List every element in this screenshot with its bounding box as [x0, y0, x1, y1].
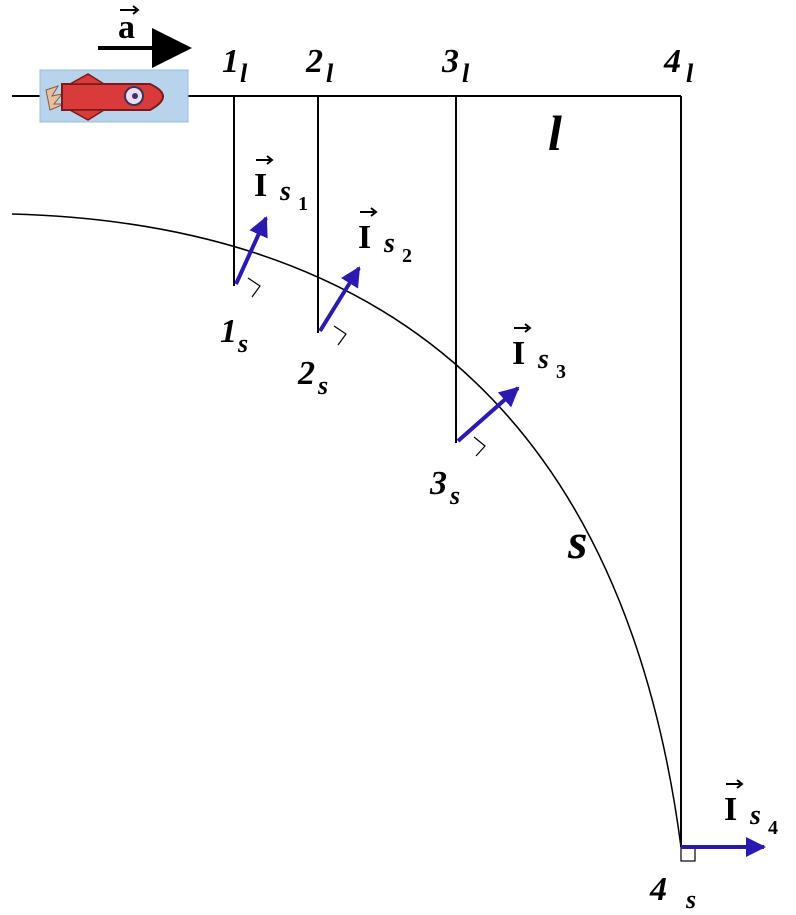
- vector-label-4: I s 4: [724, 779, 778, 839]
- vector-symbol: I: [358, 219, 371, 256]
- top-point-subscript: l: [686, 59, 694, 88]
- curve-point-number: 4: [649, 871, 667, 908]
- right-angle-marker-3: [473, 436, 486, 457]
- rocket-fin-bottom: [67, 109, 107, 121]
- curve-point-label-4: 4 s: [649, 871, 696, 914]
- curve-point-label-2: 2 s: [297, 355, 328, 400]
- top-point-subscript: l: [240, 59, 248, 88]
- top-point-subscript: l: [326, 59, 334, 88]
- vector-index: 2: [402, 245, 412, 267]
- rocket-exhaust: [45, 85, 65, 111]
- curve-point-label-3: 3 s: [429, 465, 460, 510]
- top-point-subscript: l: [462, 59, 470, 88]
- top-point-label-1: 1 l: [222, 43, 248, 88]
- vector-symbol: I: [254, 167, 267, 204]
- acceleration-label: a: [118, 5, 140, 46]
- vector-arrow-3: [456, 386, 520, 443]
- curve-point-label-1: 1 s: [220, 313, 248, 358]
- top-point-label-3: 3 l: [441, 43, 470, 88]
- vector-index: 4: [768, 817, 778, 839]
- rocket-window-pupil: [132, 93, 138, 99]
- curve-point-subscript: s: [449, 481, 460, 510]
- rocket-fin-top: [67, 73, 107, 85]
- vector-arrow-2: [318, 266, 361, 333]
- vector-symbol: I: [724, 791, 737, 828]
- vector-index: 3: [556, 361, 566, 383]
- vector-label-1: I s 1: [254, 155, 308, 215]
- vector-index: 1: [298, 193, 308, 215]
- vector-label-head: [370, 207, 378, 217]
- vector-subscript: s: [749, 800, 761, 831]
- vector-label-2: I s 2: [358, 207, 412, 267]
- rocket-body: [61, 83, 164, 111]
- curve-point-number: 3: [429, 465, 447, 502]
- top-point-number: 4: [663, 43, 681, 80]
- vector-symbol: I: [512, 335, 525, 372]
- vector-label-head: [266, 155, 274, 165]
- curve-point-number: 2: [297, 355, 315, 392]
- curve-point-subscript: s: [237, 329, 248, 358]
- line-label: l: [548, 105, 562, 161]
- acceleration-text: a: [118, 9, 135, 46]
- top-point-number: 3: [441, 43, 459, 80]
- right-angle-marker-4: [680, 846, 696, 862]
- right-angle-marker-2: [333, 325, 347, 346]
- top-point-number: 2: [305, 43, 323, 80]
- rocket-image: [39, 69, 189, 123]
- vector-subscript: s: [383, 228, 395, 259]
- vector-arrow-1: [234, 216, 268, 285]
- vector-subscript: s: [279, 176, 291, 207]
- vector-label-head: [524, 323, 532, 333]
- curve-point-subscript: s: [317, 371, 328, 400]
- top-point-number: 1: [222, 43, 239, 80]
- curve-point-subscript: s: [685, 885, 696, 914]
- top-point-label-4: 4 l: [663, 43, 694, 88]
- curve-point-number: 1: [220, 313, 237, 350]
- acceleration-vector-head: [132, 5, 140, 15]
- top-point-label-2: 2 l: [305, 43, 334, 88]
- vector-label-head: [736, 779, 744, 789]
- vector-subscript: s: [537, 344, 549, 375]
- vector-label-3: I s 3: [512, 323, 566, 383]
- right-angle-marker-1: [247, 277, 261, 298]
- curve-label: s: [567, 513, 587, 569]
- curve-s: [11, 213, 682, 848]
